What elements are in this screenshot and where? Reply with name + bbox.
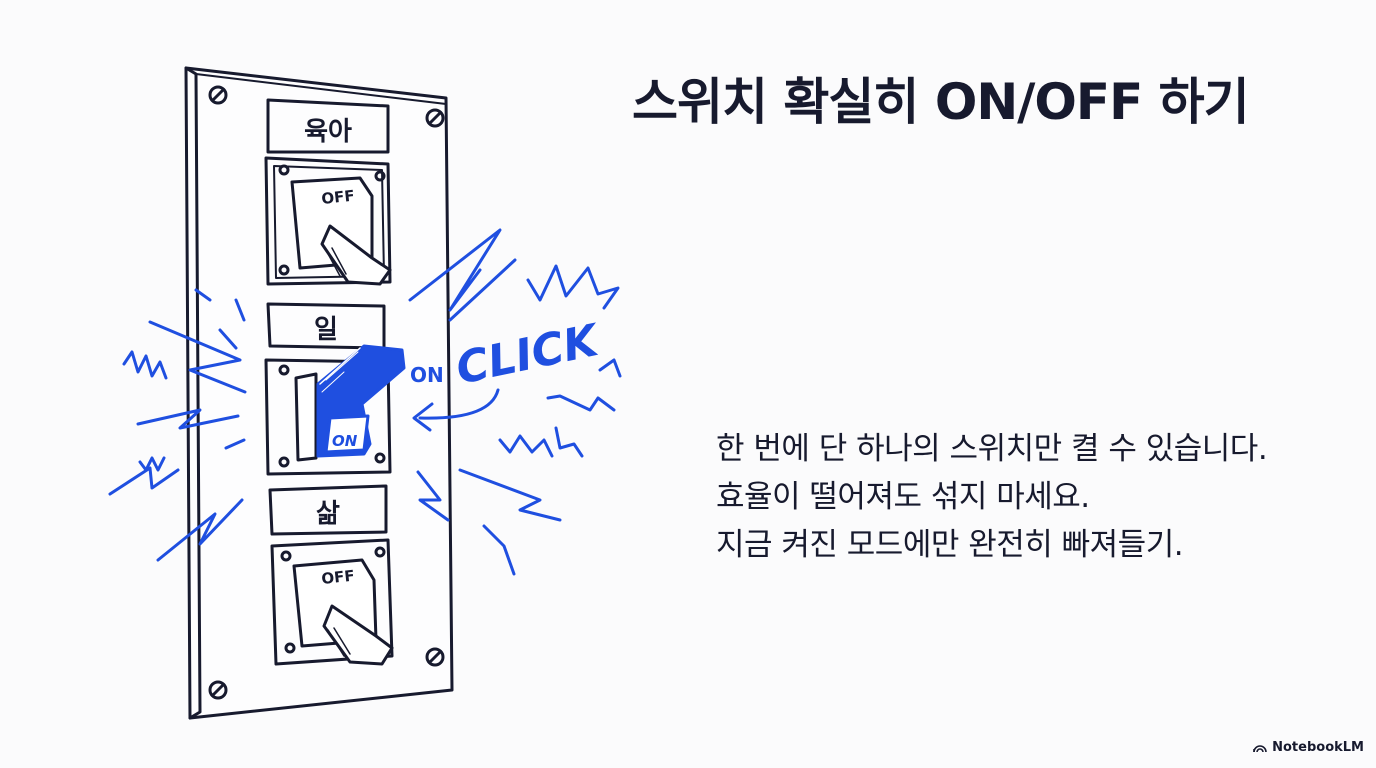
body-line-1: 한 번에 단 하나의 스위치만 켤 수 있습니다. [716,431,1268,467]
body-line-2: 효율이 떨어져도 섞지 마세요. [716,479,1090,515]
slide-title: 스위치 확실히 ON/OFF 하기 [632,73,1250,131]
click-callout: CLICK [452,315,605,395]
switch-state-parenting: OFF [321,187,356,208]
notebooklm-watermark: NotebookLM [1253,740,1364,755]
notebooklm-logo-icon [1253,745,1267,753]
switch-label-work: 일 [314,315,338,345]
screw-icon [208,85,445,700]
slide-body: 한 번에 단 하나의 스위치만 켤 수 있습니다. 효율이 떨어져도 섞지 마세… [716,425,1336,569]
on-callout: ON [410,363,444,387]
switch-state-work: ON [332,432,358,450]
body-line-3: 지금 켜진 모드에만 완전히 빠져들기. [716,527,1184,563]
click-burst-lines [108,228,622,576]
switch-state-life: OFF [321,567,356,588]
brand-name: NotebookLM [1272,740,1364,755]
switch-label-life: 삶 [316,499,340,529]
switch-label-parenting: 육아 [304,117,352,147]
switch-panel-illustration: 육아 일 삶 OFF OFF ON [108,66,622,720]
